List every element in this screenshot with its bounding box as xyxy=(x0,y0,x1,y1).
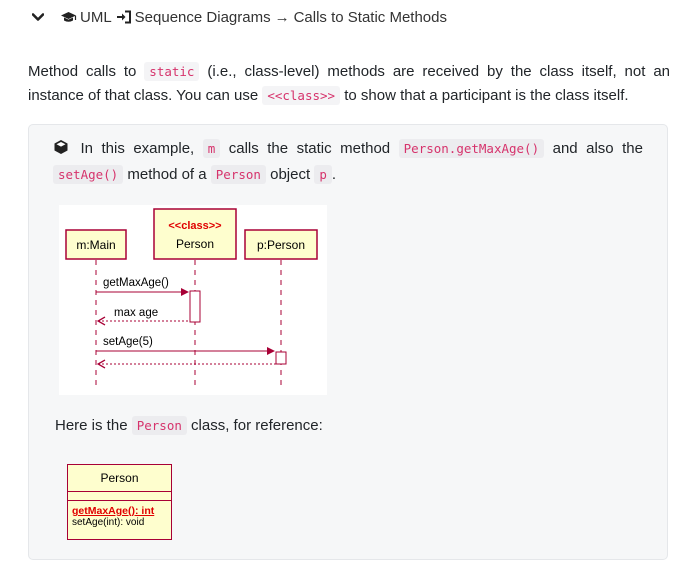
participant-main-box xyxy=(65,229,127,260)
reference-text: Here is the xyxy=(55,417,128,434)
message-label-setage: setAge(5) xyxy=(103,336,153,348)
breadcrumb-item-uml[interactable]: UML xyxy=(80,8,112,26)
class-diagram-person: Person getMaxAge(): int setAge(int): voi… xyxy=(67,464,172,540)
sign-in-icon xyxy=(116,10,132,24)
example-paragraph: In this example, m calls the static meth… xyxy=(53,137,643,187)
example-text: method of a xyxy=(127,166,207,183)
breadcrumb-item-current: Calls to Static Methods xyxy=(293,8,447,26)
inline-code: <<class>> xyxy=(262,86,341,105)
inline-code: static xyxy=(144,62,200,81)
example-text: object xyxy=(270,166,311,183)
class-name: Person xyxy=(68,465,171,492)
reference-text: class, for reference: xyxy=(191,417,323,434)
breadcrumb-separator: → xyxy=(274,8,290,26)
class-method: setAge(int): void xyxy=(72,517,145,528)
participant-person-class-label: Person xyxy=(176,237,214,251)
sequence-diagram: m:Main <<class>> Person p:Person getMaxA… xyxy=(59,205,327,395)
inline-code: p xyxy=(314,165,332,184)
example-text: In this example, xyxy=(80,140,195,157)
activation-person-object xyxy=(275,351,287,365)
participant-person-object-label: p:Person xyxy=(257,238,305,252)
stereotype-label: <<class>> xyxy=(168,220,221,232)
class-attributes xyxy=(68,492,171,501)
message-label-getmaxage: getMaxAge() xyxy=(103,277,169,289)
intro-text: Method calls to xyxy=(28,63,137,80)
inline-code: Person.getMaxAge() xyxy=(398,139,545,158)
inline-code: m xyxy=(202,139,221,158)
activation-person-class xyxy=(189,290,201,323)
cube-icon xyxy=(53,139,69,163)
intro-text: to show that a participant is the class … xyxy=(344,87,629,104)
inline-code: Person xyxy=(131,416,187,435)
example-box: In this example, m calls the static meth… xyxy=(28,124,668,560)
participant-person-object-box xyxy=(244,229,318,260)
reference-paragraph: Here is the Person class, for reference: xyxy=(55,416,323,435)
intro-text: (i.e., class-level) methods are received… xyxy=(28,63,671,104)
example-text: and also the xyxy=(552,140,643,157)
chevron-down-icon[interactable] xyxy=(30,12,46,22)
breadcrumb: UML Sequence Diagrams → Calls to Static … xyxy=(30,6,447,28)
graduation-cap-icon xyxy=(60,11,77,24)
example-text: . xyxy=(331,166,337,183)
message-label-max-age: max age xyxy=(114,307,158,319)
example-text: calls the static method xyxy=(228,140,391,157)
inline-code: Person xyxy=(210,165,266,184)
participant-main-label: m:Main xyxy=(76,238,115,252)
inline-code: setAge() xyxy=(53,165,124,184)
intro-paragraph: Method calls to static (i.e., class-leve… xyxy=(28,60,670,108)
breadcrumb-item-sequence-diagrams[interactable]: Sequence Diagrams xyxy=(134,8,271,26)
class-method-static: getMaxAge(): int xyxy=(72,505,155,517)
participant-person-class-box xyxy=(153,208,237,260)
